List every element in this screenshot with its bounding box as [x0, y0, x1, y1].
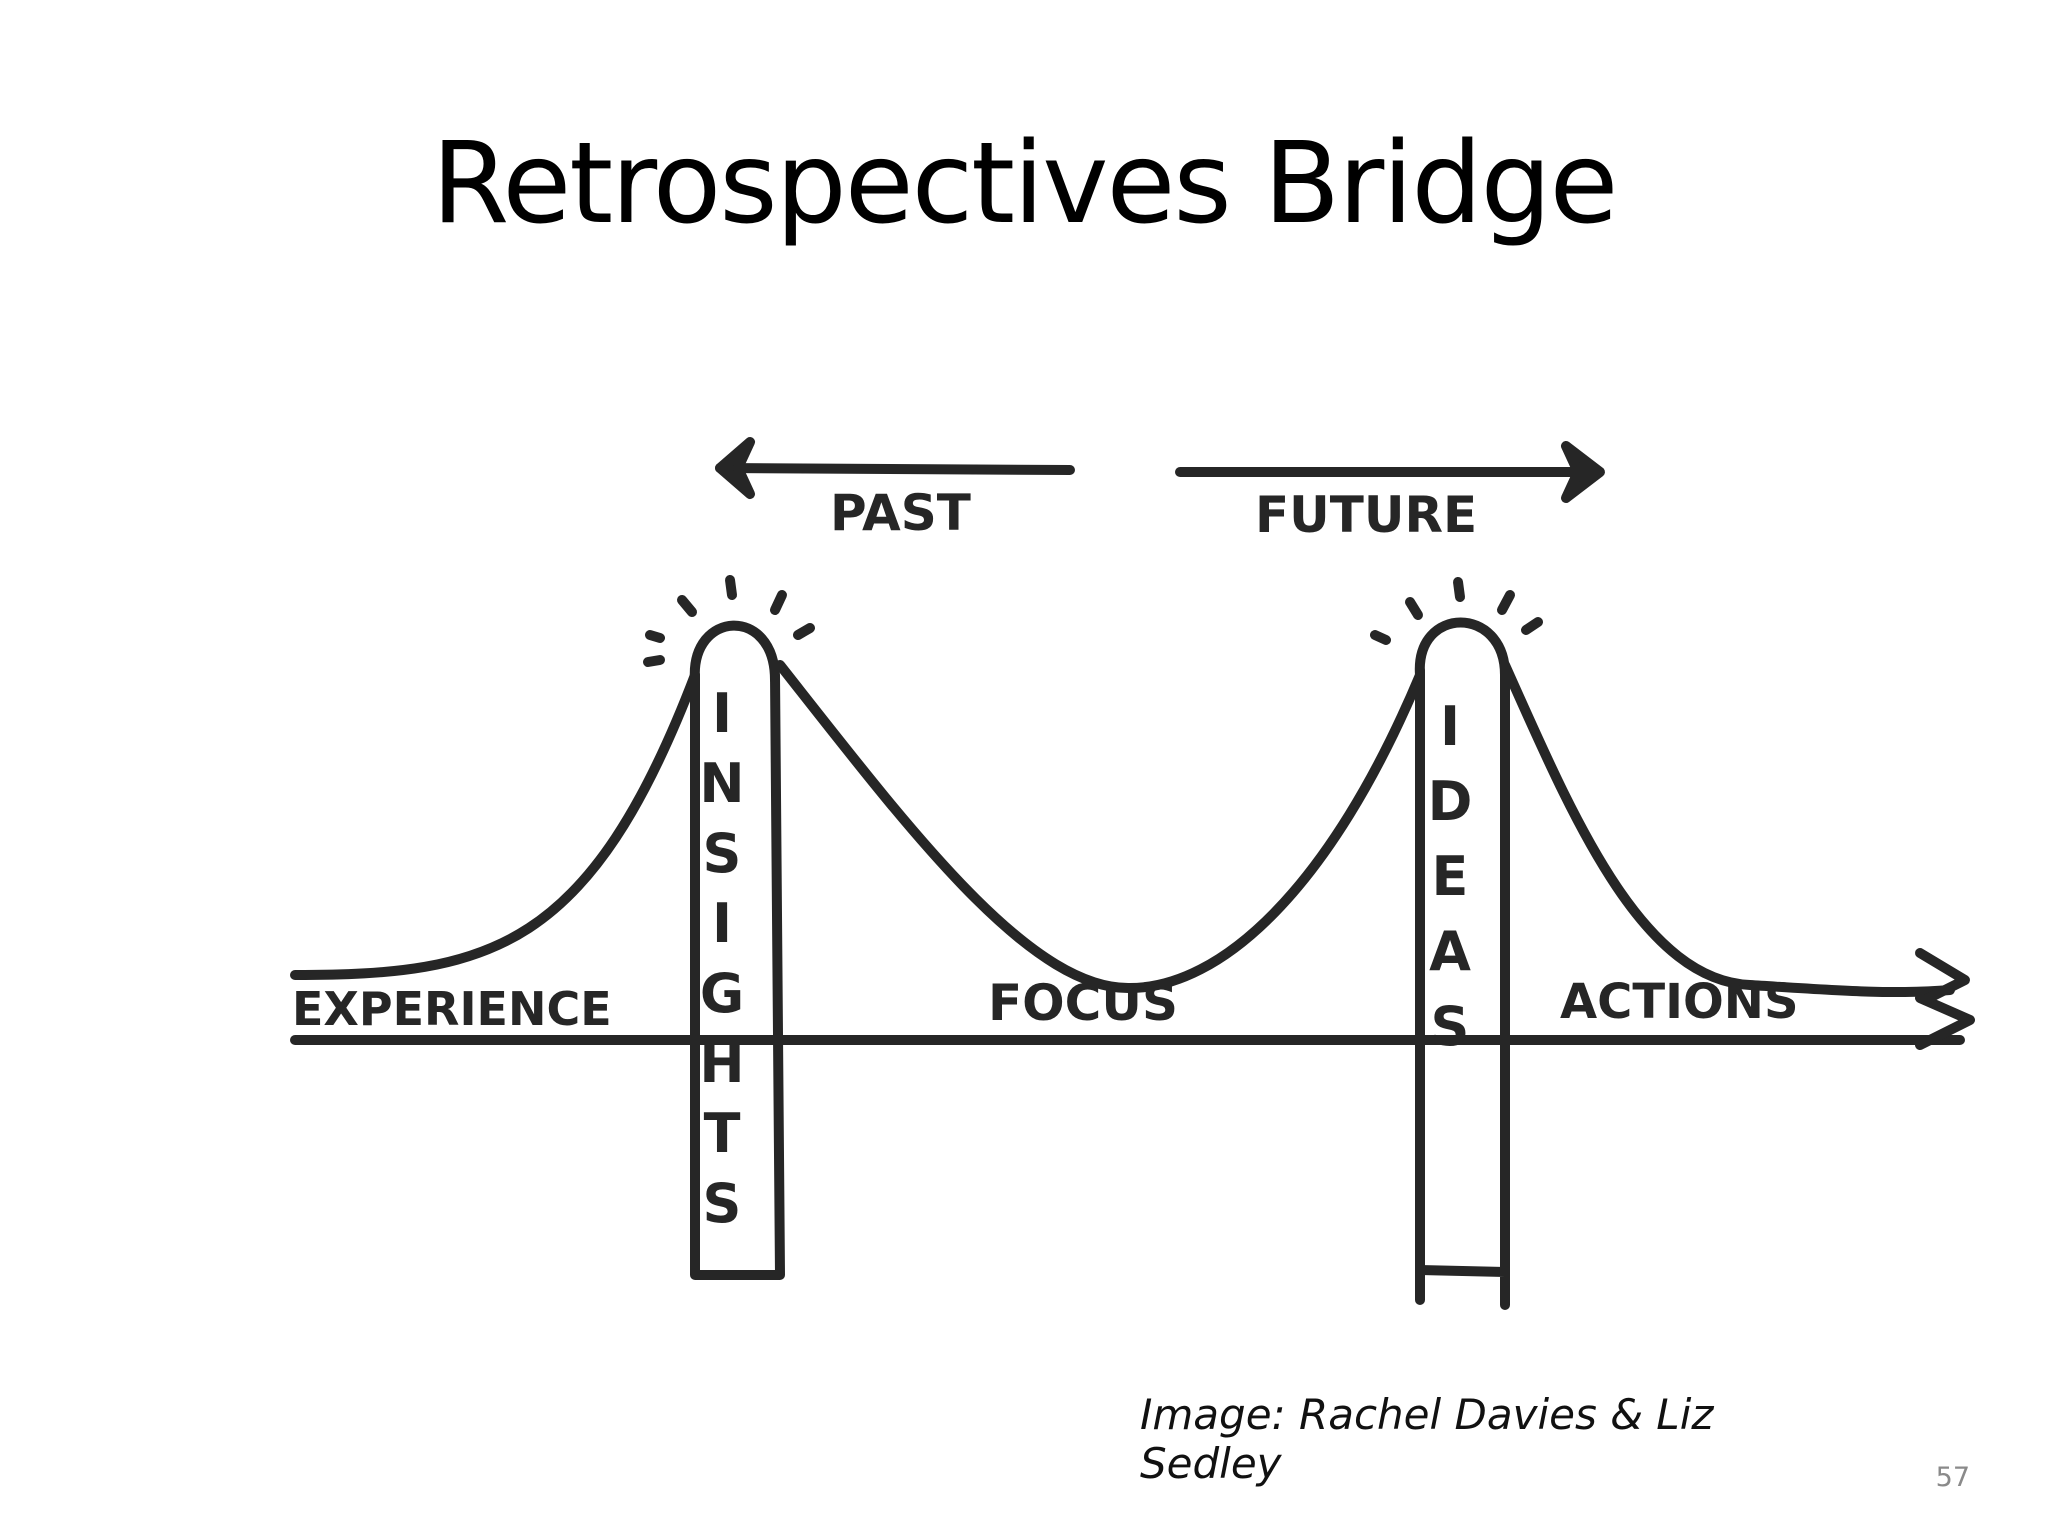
slide-title: Retrospectives Bridge: [431, 119, 1619, 249]
focus-label: FOCUS: [988, 974, 1178, 1032]
insights-letter: I: [712, 892, 732, 955]
ideas-letters: I D E A S: [1428, 695, 1473, 1058]
retrospectives-bridge-diagram: PAST FUTURE: [270, 390, 1990, 1330]
bridge-cables: [290, 660, 1970, 1005]
insights-letters: I N S I G H T S: [699, 682, 744, 1235]
experience-label: EXPERIENCE: [292, 982, 612, 1036]
ideas-letter: E: [1432, 845, 1469, 908]
ideas-tower: [1370, 577, 1543, 1310]
actions-label: ACTIONS: [1560, 974, 1799, 1030]
ideas-letter: S: [1431, 995, 1470, 1058]
past-arrow: [715, 437, 1075, 499]
insights-letter: S: [703, 1172, 742, 1235]
future-arrow: [1175, 441, 1605, 503]
insights-light-rays: [643, 575, 815, 667]
bridge-deck: [290, 993, 1975, 1050]
ideas-light-rays: [1370, 577, 1543, 645]
insights-letter: N: [699, 752, 744, 815]
ideas-letter: D: [1428, 770, 1473, 833]
ideas-letter: A: [1429, 920, 1471, 983]
ideas-letter: I: [1440, 695, 1460, 758]
insights-letter: T: [704, 1102, 741, 1165]
past-label: PAST: [830, 484, 971, 542]
insights-tower: [643, 575, 815, 1280]
future-label: FUTURE: [1255, 486, 1477, 544]
insights-letter: G: [700, 962, 744, 1025]
image-credit: Image: Rachel Davies & Liz Sedley: [1140, 1390, 1714, 1488]
insights-letter: I: [712, 682, 732, 745]
page-number: 57: [1935, 1462, 1970, 1493]
insights-letter: H: [699, 1032, 744, 1095]
insights-letter: S: [703, 822, 742, 885]
